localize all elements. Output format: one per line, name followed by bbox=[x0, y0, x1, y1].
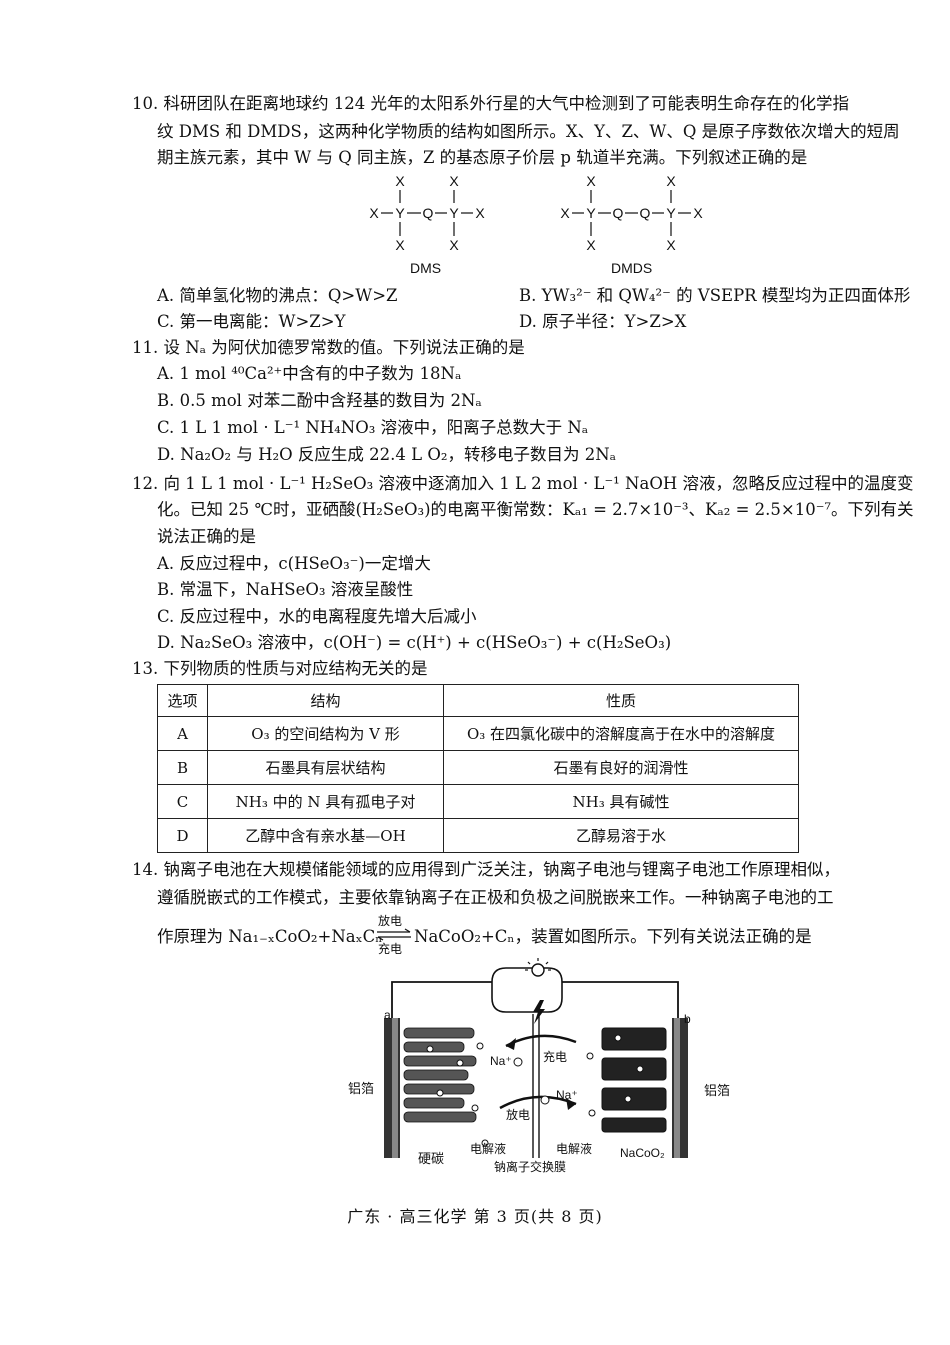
svg-text:Y: Y bbox=[666, 205, 676, 221]
q12-option-a[interactable]: A. 反应过程中，c(HSeO₃⁻)一定增大 bbox=[157, 554, 431, 573]
dms-label: DMS bbox=[410, 260, 442, 276]
q13-stem: 13. 下列物质的性质与对应结构无关的是 bbox=[132, 659, 428, 678]
arrow-label-discharge: 放电 bbox=[378, 914, 403, 928]
svg-text:X: X bbox=[449, 237, 459, 253]
svg-text:X: X bbox=[693, 205, 703, 221]
svg-text:X: X bbox=[560, 205, 570, 221]
right-al-foil-label: 铝箔 bbox=[704, 1083, 731, 1098]
table-cell: B bbox=[157, 750, 208, 785]
q12-stem-line-2: 化。已知 25 ℃时，亚硒酸(H₂SeO₃)的电离平衡常数：Kₐ₁ = 2.7×… bbox=[157, 500, 914, 519]
table-cell: A bbox=[157, 716, 208, 751]
svg-text:X: X bbox=[586, 237, 596, 253]
svg-text:Y: Y bbox=[449, 205, 459, 221]
svg-text:Y: Y bbox=[586, 205, 596, 221]
table-cell: 乙醇中含有亲水基—OH bbox=[207, 818, 444, 853]
table-cell: O₃ 在四氯化碳中的溶解度高于在水中的溶解度 bbox=[443, 716, 799, 751]
q10-stem-line-1: 10. 科研团队在距离地球约 124 光年的太阳系外行星的大气中检测到了可能表明… bbox=[132, 94, 849, 113]
svg-text:X: X bbox=[369, 205, 379, 221]
left-al-foil-label: 铝箔 bbox=[348, 1081, 375, 1096]
q13-table: 选项 结构 性质 A O₃ 的空间结构为 V 形 O₃ 在四氯化碳中的溶解度高于… bbox=[157, 684, 799, 853]
q14-stem-line-3-prefix: 作原理为 Na₁₋ₓCoO₂+NaₓCₙ bbox=[157, 927, 383, 946]
electrolyte-label-right: 电解液 bbox=[556, 1142, 593, 1156]
svg-text:X: X bbox=[395, 173, 405, 189]
dmds-label: DMDS bbox=[611, 260, 653, 276]
electrolyte-label-left: 电解液 bbox=[470, 1142, 507, 1156]
q11-option-d[interactable]: D. Na₂O₂ 与 H₂O 反应生成 22.4 L O₂，转移电子数目为 2N… bbox=[157, 445, 617, 464]
table-cell: O₃ 的空间结构为 V 形 bbox=[207, 716, 444, 751]
table-header-option: 选项 bbox=[157, 684, 208, 717]
terminal-b-label: b bbox=[684, 1012, 691, 1026]
svg-text:X: X bbox=[586, 173, 596, 189]
q14-stem-line-2: 遵循脱嵌式的工作模式，主要依靠钠离子在正极和负极之间脱嵌来工作。一种钠离子电池的… bbox=[157, 888, 834, 907]
q14-stem-line-1: 14. 钠离子电池在大规模储能领域的应用得到广泛关注，钠离子电池与锂离子电池工作… bbox=[132, 860, 840, 879]
svg-text:X: X bbox=[666, 237, 676, 253]
svg-text:X: X bbox=[475, 205, 485, 221]
svg-text:Y: Y bbox=[395, 205, 405, 221]
sodium-battery-diagram bbox=[384, 958, 688, 1158]
table-row[interactable]: C NH₃ 中的 N 具有孤电子对 NH₃ 具有碱性 bbox=[157, 784, 799, 819]
q10-option-d[interactable]: D. 原子半径：Y>Z>X bbox=[519, 312, 687, 331]
q11-option-a[interactable]: A. 1 mol ⁴⁰Ca²⁺中含有的中子数为 18Nₐ bbox=[157, 364, 462, 383]
table-cell: C bbox=[157, 784, 208, 819]
q10-stem-line-3: 期主族元素，其中 W 与 Q 同主族，Z 的基态原子价层 p 轨道半充满。下列叙… bbox=[157, 148, 808, 167]
svg-text:Q: Q bbox=[423, 205, 434, 221]
table-cell: 石墨具有层状结构 bbox=[207, 750, 444, 785]
q10-option-b[interactable]: B. YW₃²⁻ 和 QW₄²⁻ 的 VSEPR 模型均为正四面体形 bbox=[519, 286, 911, 305]
q12-option-b[interactable]: B. 常温下，NaHSeO₃ 溶液呈酸性 bbox=[157, 580, 414, 599]
q10-option-c[interactable]: C. 第一电离能：W>Z>Y bbox=[157, 312, 346, 331]
q12-option-c[interactable]: C. 反应过程中，水的电离程度先增大后减小 bbox=[157, 607, 477, 626]
table-row[interactable]: A O₃ 的空间结构为 V 形 O₃ 在四氯化碳中的溶解度高于在水中的溶解度 bbox=[157, 716, 799, 751]
q10-stem-line-2: 纹 DMS 和 DMDS，这两种化学物质的结构如图所示。X、Y、Z、W、Q 是原… bbox=[157, 122, 900, 141]
q12-stem-line-1: 12. 向 1 L 1 mol · L⁻¹ H₂SeO₃ 溶液中逐滴加入 1 L… bbox=[132, 474, 914, 493]
discharge-label: 放电 bbox=[506, 1108, 531, 1122]
q10-option-a[interactable]: A. 简单氢化物的沸点：Q>W>Z bbox=[157, 286, 398, 305]
charge-label: 充电 bbox=[543, 1050, 568, 1064]
na-ion-label-1: Na⁺ bbox=[490, 1054, 512, 1068]
table-cell: 石墨有良好的润滑性 bbox=[443, 750, 799, 785]
table-cell: NH₃ 中的 N 具有孤电子对 bbox=[207, 784, 444, 819]
q11-stem: 11. 设 Nₐ 为阿伏加德罗常数的值。下列说法正确的是 bbox=[132, 338, 525, 357]
na-ion-label-2: Na⁺ bbox=[556, 1088, 578, 1102]
dmds-structure-diagram: X X X Y Q Q Y X X X bbox=[560, 173, 703, 253]
q12-stem-line-3: 说法正确的是 bbox=[157, 527, 256, 546]
table-cell: 乙醇易溶于水 bbox=[443, 818, 799, 853]
q14-stem-line-3-suffix: NaCoO₂+Cₙ，装置如图所示。下列有关说法正确的是 bbox=[414, 927, 812, 946]
table-header-structure: 结构 bbox=[207, 684, 444, 717]
svg-text:Q: Q bbox=[613, 205, 624, 221]
svg-text:X: X bbox=[666, 173, 676, 189]
table-header-property: 性质 bbox=[443, 684, 799, 717]
arrow-label-charge: 充电 bbox=[378, 942, 403, 956]
svg-text:X: X bbox=[449, 173, 459, 189]
terminal-a-label: a bbox=[384, 1008, 391, 1022]
page-footer: 广东 · 高三化学 第 3 页(共 8 页) bbox=[347, 1207, 603, 1226]
dms-structure-diagram: X X X Y Q Y X X X bbox=[369, 173, 485, 253]
membrane-label: 钠离子交换膜 bbox=[494, 1160, 567, 1174]
q11-option-c[interactable]: C. 1 L 1 mol · L⁻¹ NH₄NO₃ 溶液中，阳离子总数大于 Nₐ bbox=[157, 418, 589, 437]
table-row[interactable]: B 石墨具有层状结构 石墨有良好的润滑性 bbox=[157, 750, 799, 785]
svg-text:Q: Q bbox=[640, 205, 651, 221]
svg-text:X: X bbox=[395, 237, 405, 253]
nacoo2-label: NaCoO₂ bbox=[620, 1146, 665, 1160]
table-header-row: 选项 结构 性质 bbox=[157, 684, 799, 717]
hard-carbon-label: 硬碳 bbox=[418, 1151, 445, 1166]
equilibrium-arrow-icon bbox=[377, 928, 411, 941]
q12-option-d[interactable]: D. Na₂SeO₃ 溶液中，c(OH⁻) = c(H⁺) + c(HSeO₃⁻… bbox=[157, 633, 672, 652]
q11-option-b[interactable]: B. 0.5 mol 对苯二酚中含羟基的数目为 2Nₐ bbox=[157, 391, 482, 410]
table-cell: NH₃ 具有碱性 bbox=[443, 784, 799, 819]
table-cell: D bbox=[157, 818, 208, 853]
table-row[interactable]: D 乙醇中含有亲水基—OH 乙醇易溶于水 bbox=[157, 818, 799, 853]
